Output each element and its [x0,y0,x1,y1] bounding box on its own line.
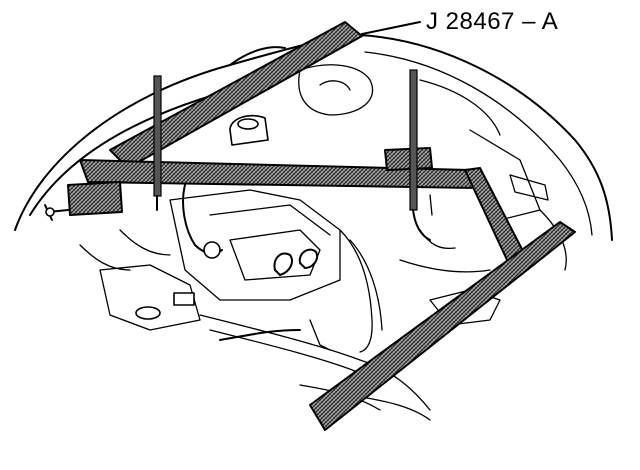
engine-compartment [79,64,567,421]
fixture-cross-bar [109,21,363,169]
lift-hook-rods [153,69,433,241]
fixture-lower-bar [309,221,576,431]
callout-leader-line [361,21,421,35]
fixture-left-end-block [44,181,123,221]
tool-number-label: J 28467 – A [426,8,559,35]
fixture-side-rail [464,167,526,263]
